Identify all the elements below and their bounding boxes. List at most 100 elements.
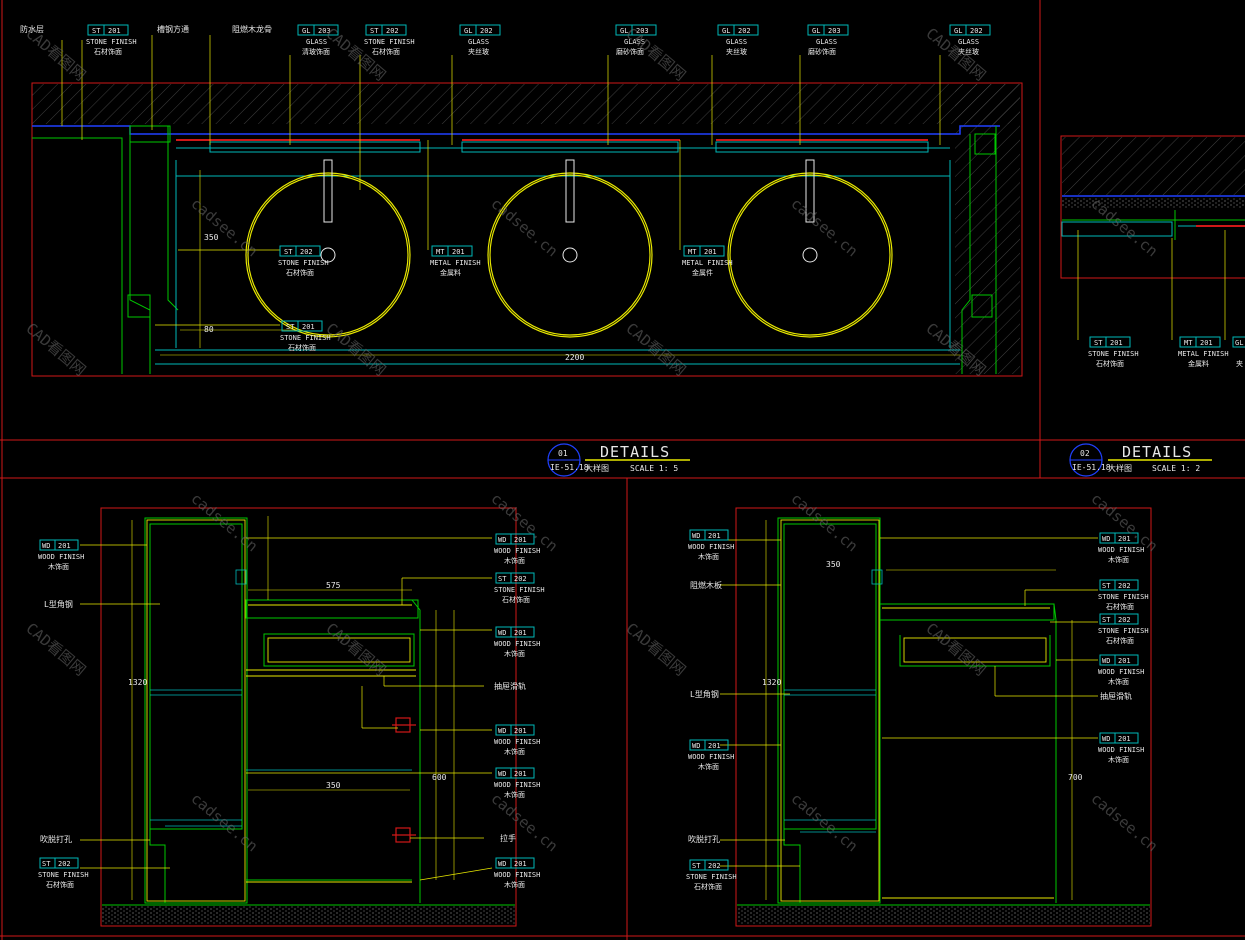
svg-text:木饰面: 木饰面 [504,649,525,658]
svg-text:METAL FINISH: METAL FINISH [430,259,481,267]
svg-text:ST: ST [92,27,101,35]
svg-text:木饰面: 木饰面 [504,790,525,799]
dim-text: 2200 [565,353,584,362]
svg-text:WOOD FINISH: WOOD FINISH [494,547,540,555]
svg-text:木饰面: 木饰面 [504,880,525,889]
label-perforation: 吹脱打孔 [40,834,72,844]
svg-text:201: 201 [108,27,121,35]
svg-text:ST: ST [42,860,51,868]
svg-text:GLASS: GLASS [816,38,837,46]
svg-text:ST: ST [286,323,295,331]
svg-text:STONE FINISH: STONE FINISH [1098,593,1149,601]
svg-text:202: 202 [738,27,751,35]
svg-text:201: 201 [1118,657,1131,665]
svg-text:CAD看图网: CAD看图网 [622,319,689,379]
svg-text:STONE FINISH: STONE FINISH [280,334,331,342]
svg-text:02: 02 [1080,449,1090,458]
svg-text:GL: GL [1235,339,1243,347]
svg-text:CAD看图网: CAD看图网 [922,619,989,679]
svg-text:CAD看图网: CAD看图网 [22,619,89,679]
label-l-angle: L型角钢 [690,689,719,699]
svg-text:ST: ST [284,248,293,256]
dim-text: 350 [826,560,841,569]
svg-text:GLASS: GLASS [726,38,747,46]
svg-text:STONE FINISH: STONE FINISH [1088,350,1139,358]
svg-text:GL: GL [620,27,628,35]
svg-text:GL: GL [954,27,962,35]
svg-text:STONE FINISH: STONE FINISH [494,586,545,594]
svg-text:石材饰面: 石材饰面 [288,343,316,352]
label-fire-board: 阻燃木板 [690,580,722,590]
svg-text:202: 202 [1118,582,1131,590]
svg-text:IE-51.18: IE-51.18 [1072,463,1111,472]
label-drawer-rail: 抽屉滑轨 [494,681,526,691]
svg-text:WOOD FINISH: WOOD FINISH [688,543,734,551]
svg-text:201: 201 [704,248,717,256]
svg-text:石材饰面: 石材饰面 [46,880,74,889]
svg-text:STONE FINISH: STONE FINISH [686,873,737,881]
svg-text:METAL FINISH: METAL FINISH [1178,350,1229,358]
svg-text:WD: WD [692,532,700,540]
dim-text: 700 [1068,773,1083,782]
svg-text:WD: WD [692,742,700,750]
svg-text:WOOD FINISH: WOOD FINISH [494,781,540,789]
svg-text:石材饰面: 石材饰面 [694,882,722,891]
svg-text:ST: ST [498,575,507,583]
label-steel: 槽钢方通 [157,24,189,34]
svg-text:CAD看图网: CAD看图网 [22,24,89,84]
svg-text:GL: GL [464,27,472,35]
svg-text:WOOD FINISH: WOOD FINISH [688,753,734,761]
svg-text:201: 201 [1118,735,1131,743]
svg-text:木饰面: 木饰面 [504,556,525,565]
svg-text:夹丝玻: 夹丝玻 [958,47,979,56]
svg-text:WD: WD [1102,657,1110,665]
svg-text:WOOD FINISH: WOOD FINISH [494,640,540,648]
svg-text:大样图: 大样图 [1108,463,1132,473]
svg-text:STONE FINISH: STONE FINISH [86,38,137,46]
svg-text:WD: WD [1102,535,1110,543]
svg-text:ST: ST [1102,582,1111,590]
svg-text:DETAILS: DETAILS [600,443,670,461]
svg-text:GL: GL [722,27,730,35]
svg-text:ST: ST [692,862,701,870]
label-wood-keel: 阻燃木龙骨 [232,24,272,34]
svg-text:GLASS: GLASS [958,38,979,46]
detail-01-plan: 350 80 2200 防水层 槽钢方通 阻燃木龙骨 ST [20,24,1023,477]
svg-text:石材饰面: 石材饰面 [94,47,122,56]
svg-text:木饰面: 木饰面 [48,562,69,571]
svg-text:MT: MT [688,248,697,256]
svg-text:201: 201 [302,323,315,331]
svg-text:木饰面: 木饰面 [504,747,525,756]
dim-text: 1320 [128,678,147,687]
svg-text:夹: 夹 [1236,359,1243,368]
svg-text:WOOD FINISH: WOOD FINISH [1098,668,1144,676]
svg-text:DETAILS: DETAILS [1122,443,1192,461]
svg-text:GL: GL [812,27,820,35]
svg-text:202: 202 [970,27,983,35]
svg-text:MT: MT [1184,339,1193,347]
svg-text:201: 201 [1118,535,1131,543]
